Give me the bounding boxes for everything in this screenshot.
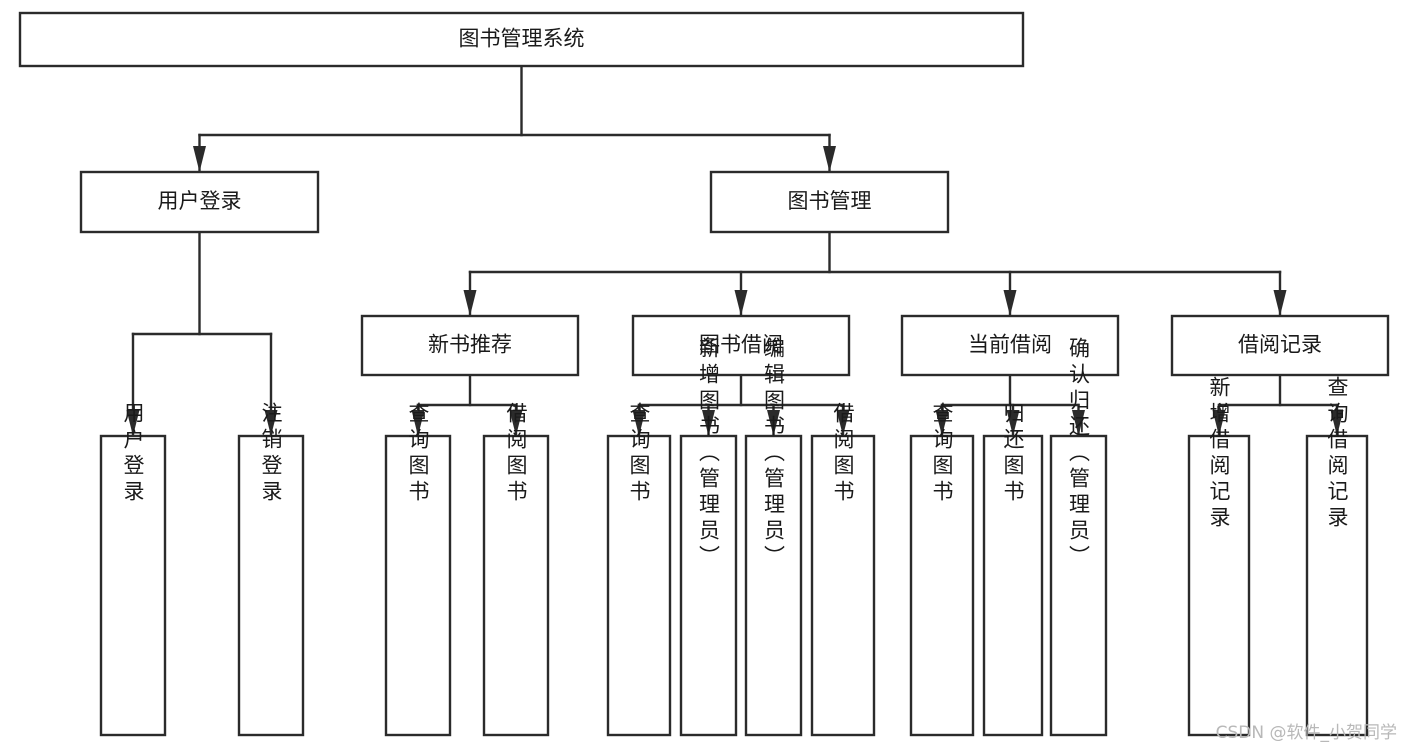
edge-group-book-admin (463, 230, 1287, 317)
node-label-leaf-edit-book: 编辑图书（管理员） (762, 337, 786, 571)
node-label-book-borrow: 图书借阅 (699, 333, 783, 357)
edge-group-borrow-record (1212, 373, 1344, 437)
node-leaf-user-login[interactable]: 用户登录 (99, 402, 167, 737)
node-label-borrow-record: 借阅记录 (1238, 333, 1322, 357)
node-borrow-record[interactable]: 借阅记录 (1170, 314, 1390, 377)
node-label-leaf-borrow-book-2: 借阅图书 (831, 402, 855, 506)
node-label-leaf-confirm-return: 确认归还（管理员） (1067, 337, 1091, 571)
node-label-new-book-rec: 新书推荐 (428, 333, 512, 357)
node-label-leaf-return-book: 归还图书 (1001, 402, 1025, 506)
node-leaf-query-book-1[interactable]: 查询图书 (384, 402, 452, 737)
node-leaf-query-book-2[interactable]: 查询图书 (606, 402, 672, 737)
node-leaf-user-logout[interactable]: 注销登录 (237, 402, 305, 737)
node-label-book-admin: 图书管理 (788, 189, 872, 213)
node-label-current-borrow: 当前借阅 (968, 333, 1052, 357)
node-leaf-add-record[interactable]: 新增借阅记录 (1187, 376, 1251, 737)
node-label-leaf-query-book-2: 查询图书 (627, 402, 651, 506)
node-leaf-add-book[interactable]: 新增图书（管理员） (679, 337, 738, 737)
node-label-leaf-query-record: 查询借阅记录 (1325, 376, 1349, 532)
node-label-user-login: 用户登录 (158, 189, 242, 213)
node-label-root: 图书管理系统 (459, 27, 585, 51)
node-leaf-return-book[interactable]: 归还图书 (982, 402, 1044, 737)
node-label-leaf-query-book-1: 查询图书 (406, 402, 430, 506)
node-user-login[interactable]: 用户登录 (79, 170, 320, 234)
edge-group-current-borrow (935, 373, 1085, 437)
node-current-borrow[interactable]: 当前借阅 (900, 314, 1120, 377)
node-label-leaf-add-book: 新增图书（管理员） (697, 337, 721, 571)
nodes-layer: 图书管理系统用户登录图书管理新书推荐图书借阅当前借阅借阅记录用户登录注销登录查询… (18, 11, 1390, 737)
node-label-leaf-borrow-book-1: 借阅图书 (504, 402, 528, 506)
node-leaf-query-book-3[interactable]: 查询图书 (909, 402, 975, 737)
node-leaf-confirm-return[interactable]: 确认归还（管理员） (1049, 337, 1108, 737)
edge-group-new-book-rec (411, 373, 523, 437)
node-book-borrow[interactable]: 图书借阅 (631, 314, 851, 377)
node-leaf-query-record[interactable]: 查询借阅记录 (1305, 376, 1369, 737)
edges-layer (126, 64, 1344, 437)
node-leaf-edit-book[interactable]: 编辑图书（管理员） (744, 337, 803, 737)
node-leaf-borrow-book-2[interactable]: 借阅图书 (810, 402, 876, 737)
node-label-leaf-add-record: 新增借阅记录 (1207, 376, 1231, 532)
node-root[interactable]: 图书管理系统 (18, 11, 1025, 68)
node-label-leaf-query-book-3: 查询图书 (930, 402, 954, 506)
edge-group-root (193, 64, 836, 173)
edge-group-book-borrow (632, 373, 850, 437)
edge-group-user-login (126, 230, 278, 437)
node-label-leaf-user-logout: 注销登录 (259, 402, 283, 506)
node-leaf-borrow-book-1[interactable]: 借阅图书 (482, 402, 550, 737)
node-label-leaf-user-login: 用户登录 (121, 402, 145, 506)
node-new-book-rec[interactable]: 新书推荐 (360, 314, 580, 377)
node-book-admin[interactable]: 图书管理 (709, 170, 950, 234)
